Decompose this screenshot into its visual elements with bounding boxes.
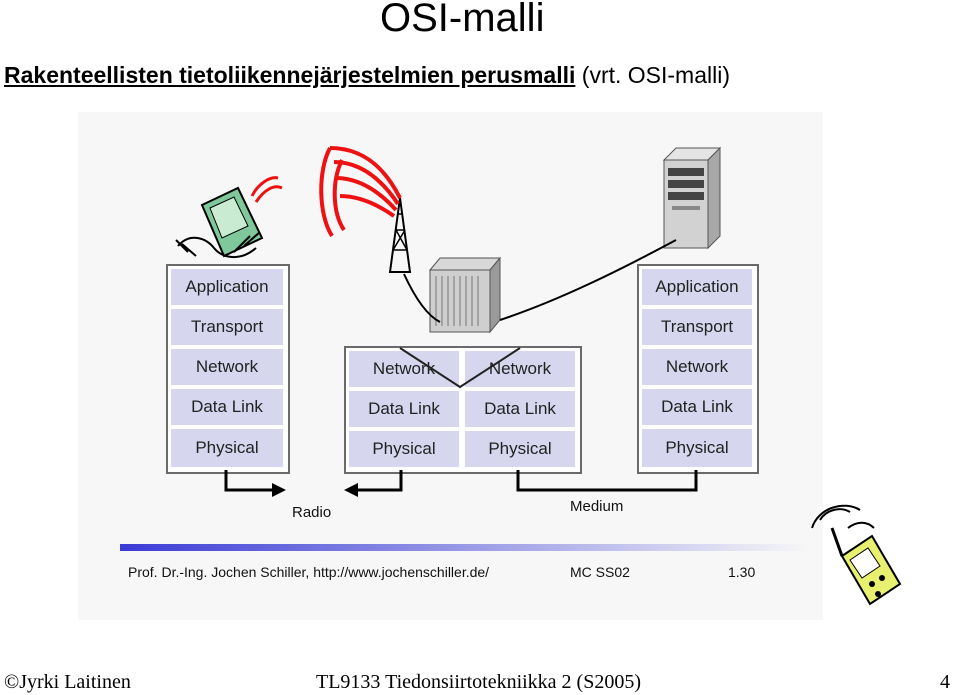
radio-link (224, 470, 403, 492)
slide-footer-bar (120, 544, 810, 551)
slide-number: 1.30 (728, 564, 756, 580)
left-layer-network: Network (170, 348, 284, 386)
left-layer-physical: Physical (170, 428, 284, 468)
antenna-tower-icon (319, 146, 412, 273)
left-osi-stack: Application Transport Network Data Link … (166, 264, 290, 474)
router-rack-icon (428, 256, 502, 334)
right-layer-physical: Physical (641, 428, 753, 468)
left-layer-application: Application (170, 268, 284, 306)
radio-label: Radio (292, 504, 332, 521)
middle-left-network: Network (348, 350, 460, 388)
slide-title: OSI-malli (380, 0, 545, 40)
footer-author: ©Jyrki Laitinen (4, 671, 131, 693)
middle-left-datalink: Data Link (348, 390, 460, 428)
medium-label: Medium (570, 498, 624, 515)
slide-course-code: MC SS02 (570, 564, 630, 580)
radio-arrow-left (344, 483, 358, 497)
right-layer-transport: Transport (641, 308, 753, 346)
middle-osi-stack: Network Data Link Physical Network Data … (344, 346, 582, 474)
middle-right-datalink: Data Link (464, 390, 576, 428)
slide-credit: Prof. Dr.-Ing. Jochen Schiller, http://w… (128, 564, 490, 580)
server-tower-icon (662, 146, 722, 250)
middle-left-physical: Physical (348, 430, 460, 468)
right-layer-network: Network (641, 348, 753, 386)
right-layer-application: Application (641, 268, 753, 306)
device-links (403, 239, 677, 323)
radio-arrow-right (272, 483, 286, 497)
footer-page-number: 4 (940, 671, 950, 693)
subtitle-note: (vrt. OSI-malli) (575, 62, 730, 88)
footer-course: TL9133 Tiedonsiirtotekniikka 2 (S2005) (316, 671, 641, 693)
pda-hand-icon (175, 176, 283, 258)
routing-connector (399, 347, 521, 389)
middle-right-physical: Physical (464, 430, 576, 468)
right-osi-stack: Application Transport Network Data Link … (637, 264, 759, 474)
middle-right-network: Network (464, 350, 576, 388)
left-layer-datalink: Data Link (170, 388, 284, 426)
subtitle-main: Rakenteellisten tietoliikennejärjestelmi… (4, 62, 576, 88)
mobile-phone-icon (811, 504, 902, 606)
left-layer-transport: Transport (170, 308, 284, 346)
right-layer-datalink: Data Link (641, 388, 753, 426)
slide-subtitle: Rakenteellisten tietoliikennejärjestelmi… (4, 62, 730, 89)
medium-link (516, 470, 698, 492)
